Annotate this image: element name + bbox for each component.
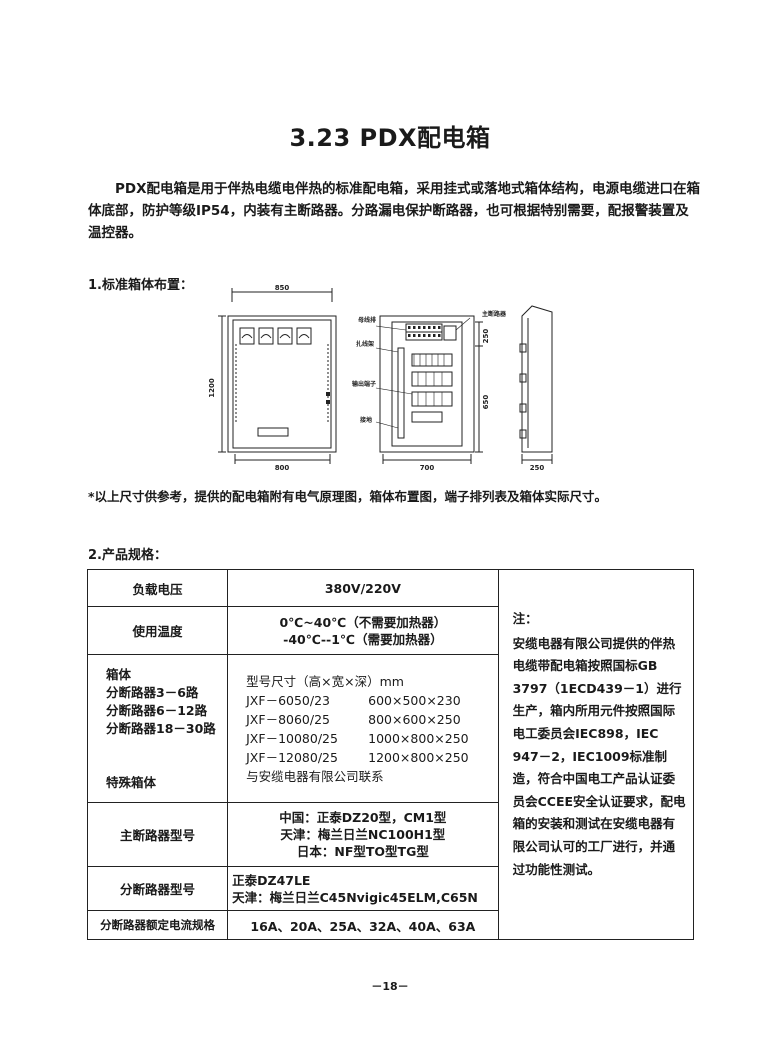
dim-side-250: 250 (530, 464, 545, 472)
model-size: 1200×800×250 (368, 749, 469, 765)
spec-table: 负载电压 380V/220V 注： 安缆电器有限公司提供的伴热电缆带配电箱按照国… (86, 569, 695, 940)
model-name: JXF－10080/25 (246, 730, 338, 746)
model-name: JXF－8060/25 (246, 711, 330, 727)
label-load-voltage: 负载电压 (86, 569, 229, 607)
table-row: 使用温度 0℃~40℃（不需要加热器） -40℃--1℃（需要加热器） (86, 606, 694, 655)
table-row: 主断路器型号 中国：正泰DZ20型，CM1型 天津：梅兰日兰NC100H1型 日… (86, 802, 694, 867)
model-size: 600×500×230 (368, 692, 461, 708)
label-output-terminal: 输出端子 (352, 380, 376, 388)
table-row: 负载电压 380V/220V 注： 安缆电器有限公司提供的伴热电缆带配电箱按照国… (86, 569, 695, 940)
value-rated-current: 16A、20A、25A、32A、40A、63A (227, 910, 499, 940)
side-view (519, 305, 553, 464)
page-number: －18－ (371, 980, 409, 993)
cabinet-label: 分断路器6－12路 (106, 702, 208, 718)
label-ground: 接地 (359, 416, 372, 424)
value-main-breaker-model: 中国：正泰DZ20型，CM1型 天津：梅兰日兰NC100H1型 日本：NF型TO… (227, 802, 499, 867)
label-main-breaker: 主断路器 (482, 310, 507, 318)
cabinet-label: 分断路器18－30路 (106, 720, 216, 736)
cabinet-layout-diagram: 850 1200 800 (208, 284, 553, 472)
intro-paragraph: PDX配电箱是用于伴热电缆电伴热的标准配电箱，采用挂式或落地式箱体结构，电源电缆… (88, 181, 701, 241)
page-title: 3.23 PDX配电箱 (289, 124, 491, 152)
contact-note: 与安缆电器有限公司联系 (246, 768, 384, 784)
section-heading-specs: 2.产品规格： (88, 548, 167, 563)
dim-top-850: 850 (275, 284, 290, 292)
temp-line-2: -40℃--1℃（需要加热器） (283, 631, 443, 647)
value-operating-temp: 0℃~40℃（不需要加热器） -40℃--1℃（需要加热器） (227, 606, 499, 655)
table-row: 分断路器型号 正泰DZ47LE 天津：梅兰日兰C45Nvigic45ELM,C6… (86, 866, 694, 911)
value-branch-breaker-model: 正泰DZ47LE 天津：梅兰日兰C45Nvigic45ELM,C65N (227, 866, 499, 911)
model-size: 1000×800×250 (368, 730, 469, 746)
value-load-voltage: 380V/220V (227, 569, 499, 607)
label-main-breaker-model: 主断路器型号 (86, 802, 229, 867)
label-busbar: 母线排 (358, 316, 376, 324)
dim-650: 650 (482, 395, 490, 410)
table-row: 箱体 分断路器3－6路 分断路器6－12路 分断路器18－30路 特殊箱体 型号… (86, 654, 694, 803)
branch-line: 天津：梅兰日兰C45Nvigic45ELM,C65N (232, 889, 478, 905)
model-row: JXF－10080/25 1000×800×250 (246, 729, 497, 748)
section-heading-layout: 1.标准箱体布置： (88, 278, 193, 293)
dim-bottom-800: 800 (275, 464, 290, 472)
note-title: 注： (512, 611, 538, 626)
value-cabinet-models: 型号尺寸（高×宽×深）mm JXF－6050/23 600×500×230 JXF… (227, 654, 499, 803)
breaker-line: 天津：梅兰日兰NC100H1型 (280, 827, 446, 842)
dim-height-1200: 1200 (208, 378, 216, 398)
model-header: 型号尺寸（高×宽×深）mm (246, 673, 404, 689)
label-cable-ties: 扎线架 (356, 340, 374, 348)
model-row: JXF－6050/23 600×500×230 (246, 691, 497, 710)
model-row: JXF－8060/25 800×600×250 (246, 710, 497, 729)
cabinet-label: 分断路器3－6路 (106, 684, 199, 700)
model-name: JXF－6050/23 (246, 692, 330, 708)
label-rated-current: 分断路器额定电流规格 (86, 910, 229, 940)
cabinet-label: 特殊箱体 (106, 774, 157, 790)
cabinet-label: 箱体 (106, 666, 132, 682)
note-cell: 注： 安缆电器有限公司提供的伴热电缆带配电箱按照国标GB 3797（1ECD43… (497, 569, 695, 940)
table-row: 分断路器额定电流规格 16A、20A、25A、32A、40A、63A (86, 910, 694, 940)
dim-250: 250 (482, 329, 490, 344)
breaker-line: 日本：NF型TO型TG型 (296, 844, 429, 859)
model-name: JXF－12080/25 (246, 749, 338, 765)
inner-view (379, 315, 483, 464)
breaker-line: 中国：正泰DZ20型，CM1型 (279, 810, 447, 825)
temp-line-1: 0℃~40℃（不需要加热器） (279, 614, 447, 630)
label-operating-temp: 使用温度 (86, 606, 229, 655)
note-text: 安缆电器有限公司提供的伴热电缆带配电箱按照国标GB 3797（1ECD439－1… (512, 635, 686, 877)
model-size: 800×600×250 (368, 711, 461, 727)
label-cabinet: 箱体 分断路器3－6路 分断路器6－12路 分断路器18－30路 特殊箱体 (86, 654, 229, 803)
dim-bottom-700: 700 (420, 464, 435, 472)
branch-line: 正泰DZ47LE (232, 872, 311, 888)
model-row: JXF－12080/25 1200×800×250 (246, 748, 497, 767)
front-view (218, 288, 337, 464)
dimension-note: *以上尺寸供参考，提供的配电箱附有电气原理图，箱体布置图，端子排列表及箱体实际尺… (88, 489, 608, 504)
label-branch-breaker-model: 分断路器型号 (86, 866, 229, 911)
